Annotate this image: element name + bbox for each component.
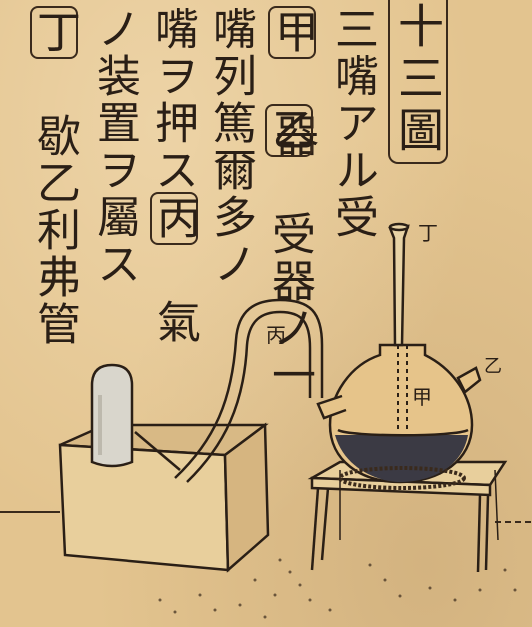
figure-title-frame: 十三圖: [388, 0, 448, 164]
rubber-hose: [174, 298, 324, 483]
column-3-text: 嘴列篤爾多ノ: [205, 6, 256, 288]
column-1-text: 三嘴アル受: [327, 6, 378, 241]
column-2b-text: 受器ノ一: [264, 211, 315, 399]
receiver-flask: [316, 343, 482, 490]
label-flask: 甲: [412, 385, 432, 409]
label-hose: 丙: [266, 323, 286, 347]
label-spout: 乙: [484, 356, 502, 377]
column-4b-text: 氣: [149, 299, 200, 346]
marker-hei: 丙: [149, 192, 200, 245]
text-column-3: 嘴列篤爾多ノ: [205, 6, 256, 288]
text-column-2b: 乙 受器ノ一: [264, 104, 315, 399]
label-tube-top: 丁: [418, 221, 438, 245]
tall-tube: [388, 222, 410, 347]
text-column-5: ノ装置ヲ屬ス: [89, 6, 140, 288]
column-5-text: ノ装置ヲ屬ス: [89, 6, 140, 288]
text-column-1: 三嘴アル受: [327, 6, 378, 241]
marker-tei: 丁: [29, 6, 80, 59]
column-4-text: 嘴ヲ押ス: [147, 6, 198, 194]
figure-title: 十三圖: [391, 2, 445, 158]
water-trough: [58, 422, 270, 573]
marker-kou: 甲: [267, 6, 318, 59]
column-6-text: 歇乙利弗管: [29, 113, 80, 348]
text-column-4b: 丙 氣: [149, 192, 200, 346]
marker-otsu: 乙: [264, 104, 315, 157]
collecting-jar: [90, 363, 134, 468]
ground-stipple: [158, 558, 517, 619]
text-column-6: 丁 歇乙利弗管: [29, 6, 80, 348]
text-column-4: 嘴ヲ押ス: [147, 6, 198, 194]
